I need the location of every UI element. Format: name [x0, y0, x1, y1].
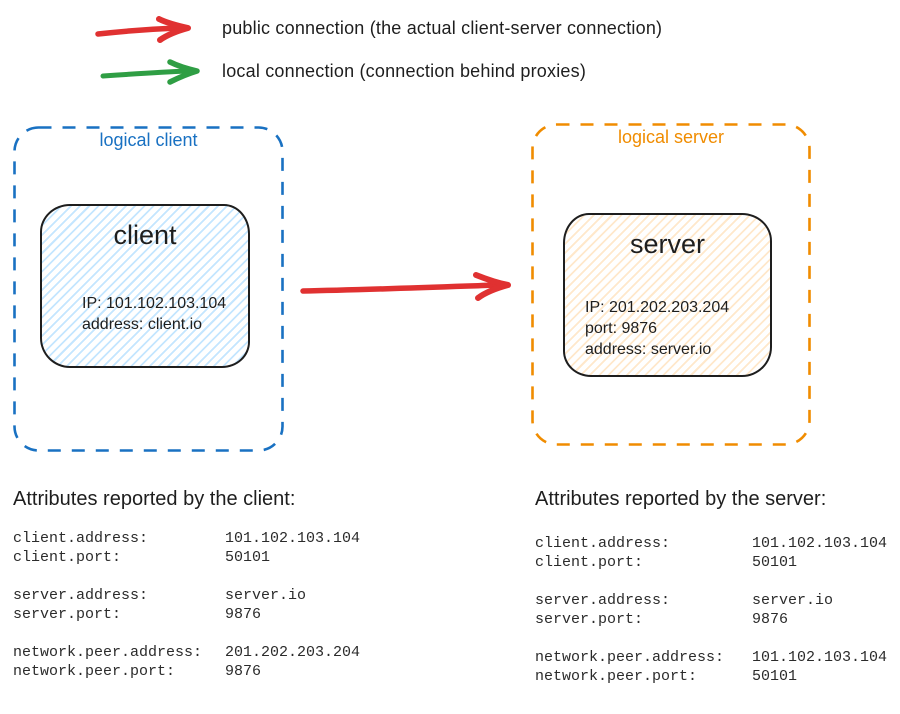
- server-node: server IP: 201.202.203.204 port: 9876 ad…: [563, 213, 772, 377]
- local-connection-arrow-icon: [100, 59, 200, 85]
- attr-value: 9876: [752, 611, 789, 628]
- public-connection-label: public connection (the actual client-ser…: [222, 18, 663, 38]
- client-address: address: client.io: [82, 316, 203, 333]
- attr-row: network.peer.address: 201.202.203.204: [13, 643, 443, 662]
- attr-group: client.address: 101.102.103.104 client.po…: [535, 534, 895, 572]
- attr-value: 50101: [225, 549, 271, 566]
- attr-group: client.address: 101.102.103.104 client.po…: [13, 529, 443, 567]
- attr-row: server.port: 9876: [535, 610, 895, 629]
- attr-group: network.peer.address: 101.102.103.104 net…: [535, 648, 895, 686]
- attr-key: server.address:: [535, 592, 671, 609]
- attr-value: 101.102.103.104: [752, 535, 888, 552]
- attr-group: network.peer.address: 201.202.203.204 net…: [13, 643, 443, 681]
- attr-row: client.address: 101.102.103.104: [535, 534, 895, 553]
- attr-row: network.peer.address: 101.102.103.104: [535, 648, 895, 667]
- attr-value: server.io: [752, 592, 834, 609]
- attr-key: server.port:: [13, 606, 122, 623]
- attributes-client-rows: client.address: 101.102.103.104 client.po…: [13, 529, 443, 681]
- attr-row: client.address: 101.102.103.104: [13, 529, 443, 548]
- attr-row: network.peer.port: 9876: [13, 662, 443, 681]
- attr-key: network.peer.address:: [13, 644, 203, 661]
- attr-row: network.peer.port: 50101: [535, 667, 895, 686]
- attributes-server-rows: client.address: 101.102.103.104 client.po…: [535, 534, 895, 686]
- attributes-client-section: Attributes reported by the client: clien…: [13, 486, 443, 681]
- attr-row: server.port: 9876: [13, 605, 443, 624]
- attr-row: client.port: 50101: [535, 553, 895, 572]
- attr-group: server.address: server.io server.port: 987…: [13, 586, 443, 624]
- logical-client-label: logical client: [99, 130, 198, 150]
- server-ip: IP: 201.202.203.204: [585, 299, 730, 316]
- attr-key: client.port:: [535, 554, 644, 571]
- attr-key: client.address:: [13, 530, 149, 547]
- attr-row: server.address: server.io: [535, 591, 895, 610]
- attr-key: network.peer.address:: [535, 649, 725, 666]
- client-node: client IP: 101.102.103.104 address: clie…: [40, 204, 250, 368]
- attributes-client-heading: Attributes reported by the client:: [13, 488, 296, 510]
- local-connection-label: local connection (connection behind prox…: [222, 61, 587, 81]
- attributes-server-section: Attributes reported by the server: clien…: [535, 486, 895, 686]
- logical-client-box: [13, 126, 284, 452]
- client-node-details: IP: 101.102.103.104 address: client.io: [42, 293, 248, 335]
- attr-value: 50101: [752, 668, 798, 685]
- attr-key: network.peer.port:: [13, 663, 176, 680]
- attr-key: network.peer.port:: [535, 668, 698, 685]
- attributes-server-heading: Attributes reported by the server:: [535, 488, 827, 510]
- attr-key: client.port:: [13, 549, 122, 566]
- server-node-title: server: [629, 229, 705, 259]
- attr-value: 201.202.203.204: [225, 644, 361, 661]
- client-server-connection-arrow: [300, 272, 511, 301]
- server-port: port: 9876: [585, 320, 658, 337]
- attr-row: client.port: 50101: [13, 548, 443, 567]
- attr-key: server.port:: [535, 611, 644, 628]
- attr-key: client.address:: [535, 535, 671, 552]
- attr-value: 9876: [225, 606, 262, 623]
- attr-row: server.address: server.io: [13, 586, 443, 605]
- attr-value: 50101: [752, 554, 798, 571]
- attr-value: server.io: [225, 587, 307, 604]
- attr-value: 9876: [225, 663, 262, 680]
- server-address: address: server.io: [585, 341, 712, 358]
- attr-value: 101.102.103.104: [225, 530, 361, 547]
- attr-value: 101.102.103.104: [752, 649, 888, 666]
- logical-server-label: logical server: [617, 127, 725, 147]
- server-node-details: IP: 201.202.203.204 port: 9876 address: …: [565, 297, 770, 360]
- attr-key: server.address:: [13, 587, 149, 604]
- public-connection-arrow-icon: [95, 16, 191, 43]
- client-node-title: client: [113, 220, 177, 250]
- client-ip: IP: 101.102.103.104: [82, 295, 227, 312]
- attr-group: server.address: server.io server.port: 987…: [535, 591, 895, 629]
